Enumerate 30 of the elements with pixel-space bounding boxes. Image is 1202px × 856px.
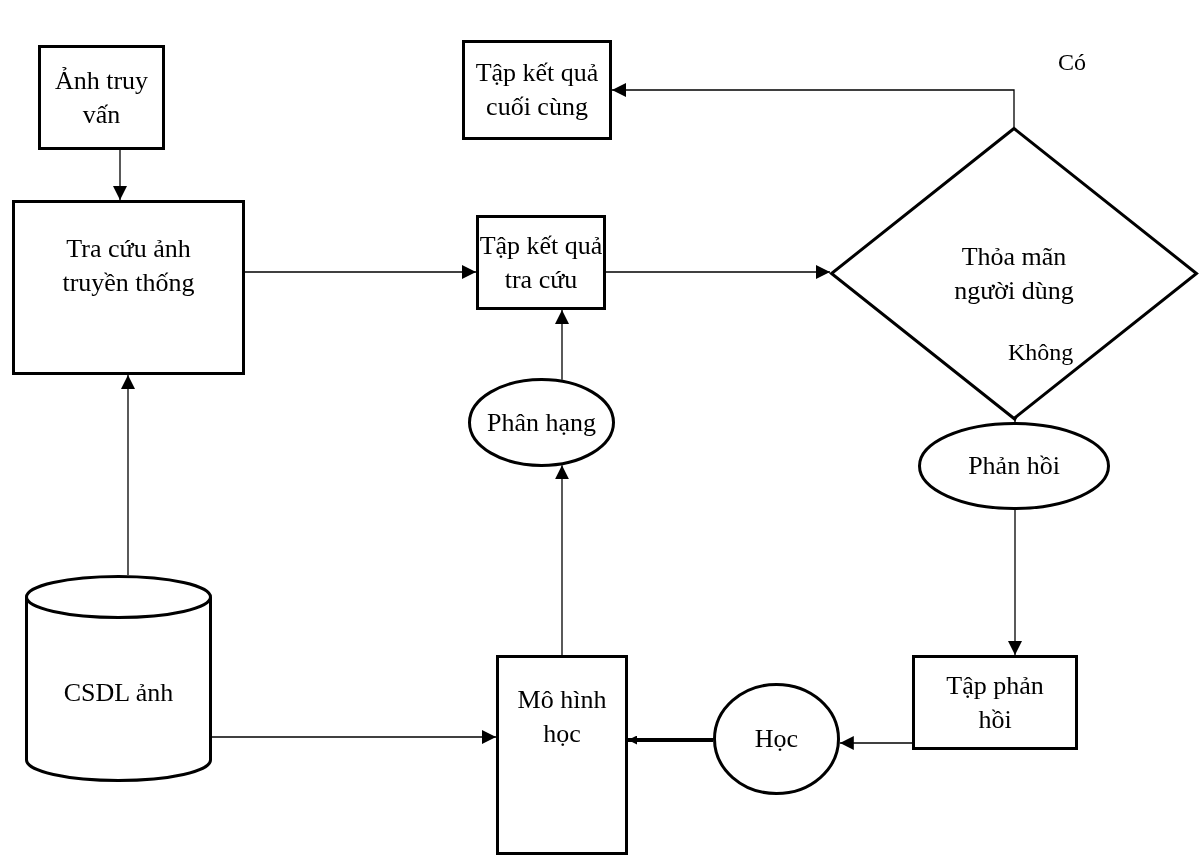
arrow bbox=[555, 309, 569, 381]
arrow bbox=[628, 735, 713, 745]
arrow bbox=[121, 374, 135, 576]
arrow bbox=[1008, 509, 1022, 656]
node-label: Phân hạng bbox=[486, 406, 596, 439]
node-label: Thỏa mãn người dùng bbox=[954, 240, 1074, 307]
arrow bbox=[113, 149, 127, 201]
process-box bbox=[12, 200, 245, 375]
process-box bbox=[38, 45, 165, 150]
node-label: Tra cứu ảnh truyền thống bbox=[61, 232, 196, 299]
process-box bbox=[476, 215, 606, 310]
process-box bbox=[462, 40, 612, 140]
arrow bbox=[611, 83, 1015, 128]
arrow bbox=[244, 265, 477, 279]
node-label: Mô hình học bbox=[516, 684, 608, 750]
node-label: CSDL ảnh bbox=[63, 676, 174, 709]
edge-label: Không bbox=[1008, 338, 1074, 367]
node-label: Học bbox=[754, 723, 799, 756]
arrow bbox=[839, 736, 913, 750]
edge-label: Có bbox=[1058, 48, 1086, 77]
node-label: Tập kết quả cuối cùng bbox=[474, 57, 600, 123]
arrow bbox=[555, 464, 569, 656]
node-label: Tập phản hồi bbox=[945, 669, 1045, 736]
process-box bbox=[912, 655, 1078, 750]
node-label: Tập kết quả tra cứu bbox=[479, 229, 603, 296]
arrow bbox=[605, 265, 831, 279]
node-label: Phản hồi bbox=[968, 450, 1060, 483]
process-box bbox=[496, 655, 628, 855]
node-label: Ảnh truy vấn bbox=[53, 64, 150, 131]
arrow bbox=[211, 730, 497, 744]
